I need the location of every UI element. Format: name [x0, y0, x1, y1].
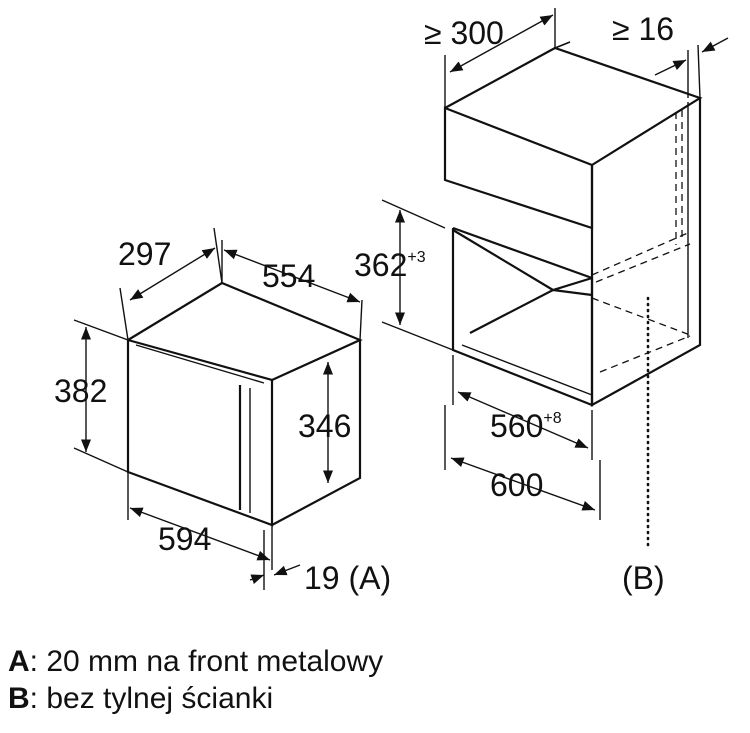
legend-key-b: B — [8, 682, 30, 715]
dim-appliance-height: 382 — [54, 373, 107, 409]
rear-reference-label: (B) — [622, 560, 665, 596]
niche-opening — [451, 226, 594, 407]
dim-niche-min-depth: ≥ 300 — [424, 15, 504, 51]
dim-appliance-inner-height: 346 — [298, 408, 351, 444]
dim-niche-height: 362+3 — [354, 247, 426, 283]
legend-item-a: A: 20 mm na front metalowy — [8, 645, 383, 679]
cabinet-dimension-lines — [381, 8, 729, 520]
legend-key-a: A — [8, 645, 30, 678]
dim-niche-min-gap: ≥ 16 — [612, 11, 674, 47]
appliance-dimension-lines — [73, 227, 363, 590]
appliance-drawing — [126, 281, 363, 527]
legend-item-b: B: bez tylnej ścianki — [8, 682, 273, 716]
upper-cabinet-top — [444, 46, 703, 166]
appliance-top — [127, 281, 363, 382]
dim-front-offset: 19 (A) — [304, 560, 391, 596]
legend-text-b: : bez tylnej ścianki — [29, 682, 274, 715]
cabinet-drawing — [443, 41, 703, 407]
dim-cabinet-width: 600 — [490, 467, 543, 503]
dim-niche-width-tolerance: +8 — [543, 410, 561, 427]
dim-appliance-total-depth: 554 — [262, 258, 315, 294]
cabinet-hidden-edges — [591, 110, 691, 373]
cabinet-side-panel — [590, 98, 702, 407]
dim-appliance-width: 594 — [158, 521, 211, 557]
dim-niche-height-tolerance: +3 — [407, 249, 425, 266]
dim-niche-width: 560+8 — [490, 408, 562, 444]
appliance-side — [271, 340, 362, 526]
installation-diagram: 297 554 382 346 594 19 (A) ≥ 300 ≥ 16 36… — [54, 8, 729, 596]
legend-text-a: : 20 mm na front metalowy — [29, 645, 384, 678]
upper-cabinet-front — [443, 106, 594, 230]
dim-appliance-depth: 297 — [118, 236, 171, 272]
